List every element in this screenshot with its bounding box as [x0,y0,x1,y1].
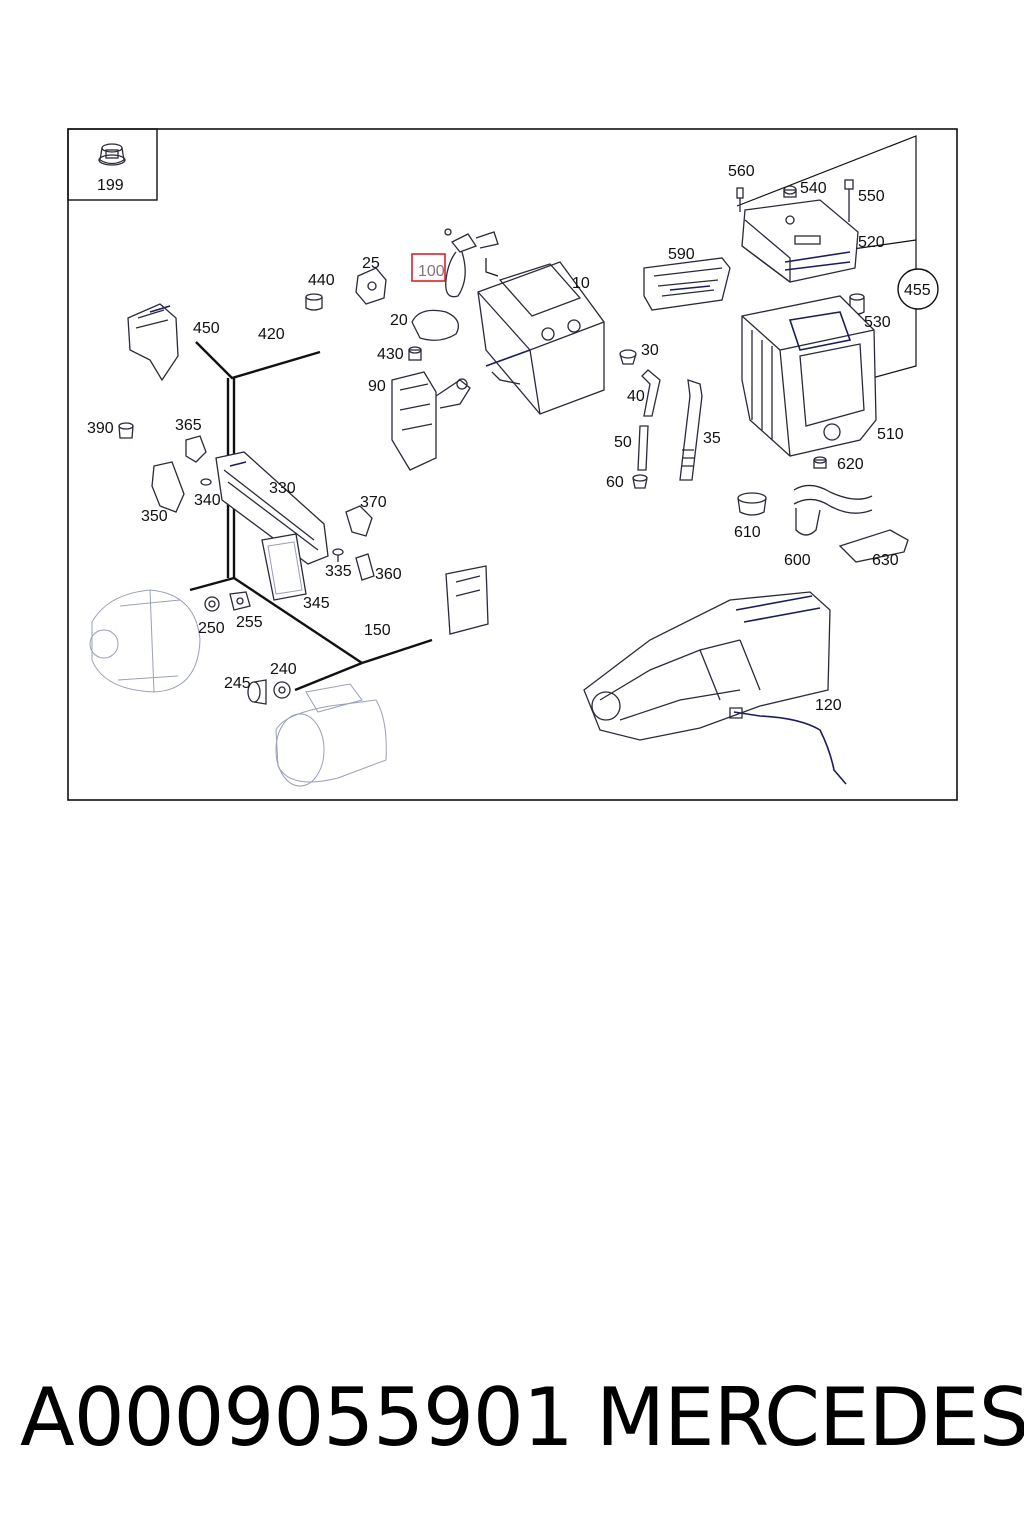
grommet-30-icon [619,349,637,365]
callout-150: 150 [364,622,391,639]
alternator-icon [89,589,201,693]
callout-35: 35 [703,430,721,447]
battery-10-icon [477,261,605,415]
callout-370: 370 [360,494,387,511]
callout-circle-455 [897,268,939,310]
callout-600: 600 [784,552,811,569]
ground-cable-120-icon [729,707,847,785]
callout-390: 390 [87,420,114,437]
callout-540: 540 [800,180,827,197]
diagram-frame [67,128,958,801]
callout-330: 330 [269,480,296,497]
grommet-610-icon [737,492,767,516]
callout-350: 350 [141,508,168,525]
nut-60-icon [632,474,648,489]
fuse-box-510-icon [741,295,877,457]
callout-40: 40 [627,388,645,405]
elbow-40-icon [641,369,661,417]
inset-box [67,128,158,201]
nut-240-icon [273,681,291,699]
callout-610: 610 [734,524,761,541]
bracket-590-icon [643,257,731,311]
nut-250-icon [204,596,220,612]
bracket-630-icon [838,529,909,563]
callout-360: 360 [375,566,402,583]
rail-330-icon [215,451,329,565]
callout-550: 550 [858,188,885,205]
callout-630: 630 [872,552,899,569]
callout-10: 10 [572,275,590,292]
callout-120: 120 [815,697,842,714]
spacer-255-icon [229,591,251,611]
callout-50: 50 [614,434,632,451]
bracket-90-icon [391,371,471,471]
module-450-icon [127,303,179,382]
part-199-icon [98,143,126,166]
callout-255: 255 [236,614,263,631]
cable-100-icon [444,228,499,298]
transmission-icon [583,591,831,741]
control-unit-520-icon [741,199,859,283]
callout-199: 199 [97,177,124,194]
bolt-560-icon [736,187,744,212]
relay-box-icon [445,565,489,635]
rod-35-icon [679,379,703,481]
starter-motor-icon [275,683,387,787]
callout-25: 25 [362,255,380,272]
callout-90: 90 [368,378,386,395]
callout-440: 440 [308,272,335,289]
brand-text: MERCEDES [596,1371,1024,1464]
callout-245: 245 [224,675,251,692]
hose-600-icon [793,484,873,536]
callout-620: 620 [837,456,864,473]
callout-60: 60 [606,474,624,491]
callout-365: 365 [175,417,202,434]
bolt-550-icon [844,179,854,222]
callout-340: 340 [194,492,221,509]
callout-530: 530 [864,314,891,331]
callout-240: 240 [270,661,297,678]
nut-390-icon [118,422,134,439]
callout-560: 560 [728,163,755,180]
bolt-335-icon [332,548,344,562]
footer-caption: A0009055901 MERCEDES [0,1368,1024,1468]
callout-590: 590 [668,246,695,263]
callout-30: 30 [641,342,659,359]
callout-345: 345 [303,595,330,612]
callout-450: 450 [193,320,220,337]
bushing-245-icon [247,679,267,705]
tube-50-icon [637,425,649,471]
callout-520: 520 [858,234,885,251]
callout-430: 430 [377,346,404,363]
nut-430-icon [408,346,422,361]
nut-540-icon [783,185,797,198]
callout-20: 20 [390,312,408,329]
highlight-box-100 [411,253,446,282]
connector-340-icon [200,478,212,486]
clamp-25-icon [355,267,387,305]
callout-335: 335 [325,563,352,580]
callout-420: 420 [258,326,285,343]
nut-620-icon [813,456,827,469]
callout-250: 250 [198,620,225,637]
connector-365-icon [185,435,207,463]
callout-455: 455 [904,282,931,299]
part-number-text: A0009055901 [20,1371,574,1464]
callout-510: 510 [877,426,904,443]
plate-370-icon [345,505,373,537]
assembly-axes [189,135,917,692]
bracket-350-icon [151,461,185,513]
callout-100: 100 [418,263,445,280]
panel-345-icon [261,533,307,601]
connector-360-icon [355,553,375,581]
nut-440-icon [305,293,323,311]
cover-20-icon [411,309,460,341]
